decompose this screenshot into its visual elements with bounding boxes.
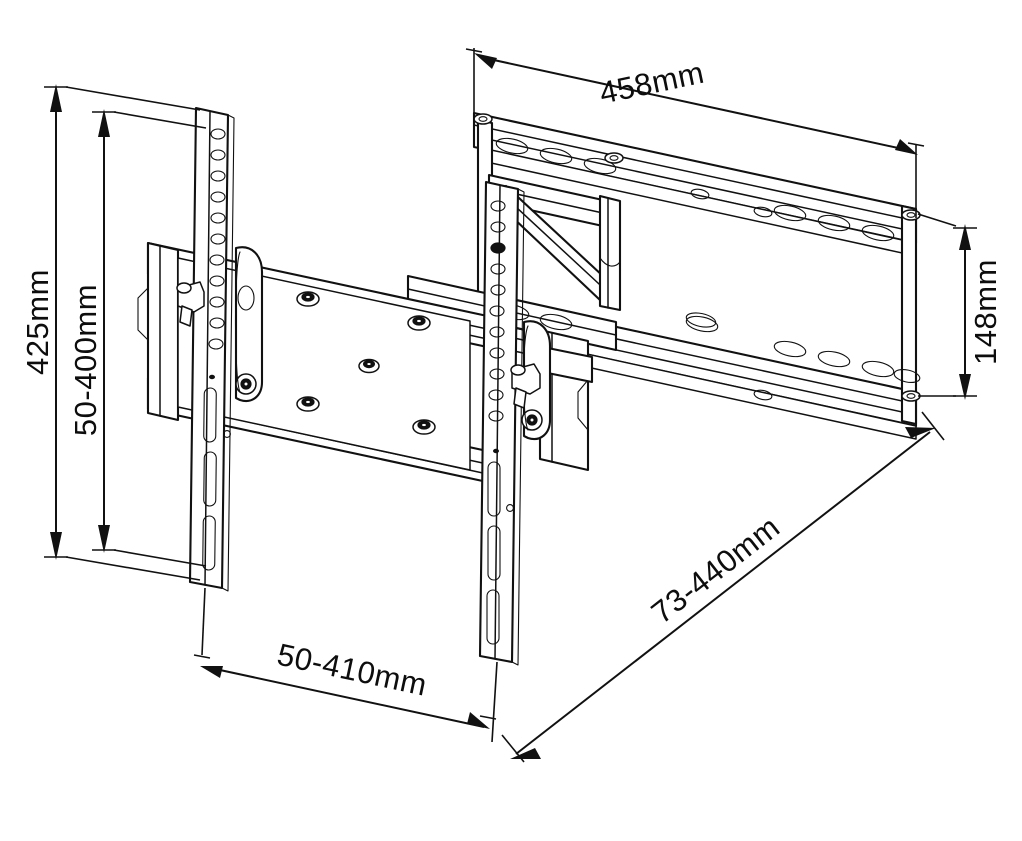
dimension-425mm: 425mm [20, 84, 201, 581]
rail-left-holes [208, 128, 226, 350]
tilt-lock-knob-center [510, 363, 541, 409]
rail-center-slots [486, 461, 501, 645]
tilt-lock-mechanism-left [234, 246, 264, 402]
dimension-50-400mm-label: 50-400mm [68, 284, 103, 436]
vesa-bolts [296, 291, 436, 435]
rail-left-slots [202, 387, 217, 571]
wall-plate-slots-lower [685, 315, 921, 401]
wall-plate-slots-upper [495, 137, 895, 242]
dimension-73-440mm-label: 73-440mm [645, 509, 786, 630]
tilt-lock-mechanism-center [521, 320, 552, 440]
tilt-lock-knob-left [176, 281, 205, 327]
tv-mounting-rail-center [478, 180, 525, 666]
dimension-148mm: 148mm [917, 213, 1003, 400]
dimension-50-410mm-label: 50-410mm [274, 637, 430, 703]
dimension-425mm-label: 425mm [20, 269, 55, 375]
dimension-50-410mm: 50-410mm [193, 587, 498, 743]
dimension-148mm-label: 148mm [968, 259, 1003, 365]
rail-center-holes [488, 200, 506, 422]
tv-mounting-rail-left [188, 106, 235, 592]
dimension-50-400mm: 50-400mm [68, 109, 207, 567]
